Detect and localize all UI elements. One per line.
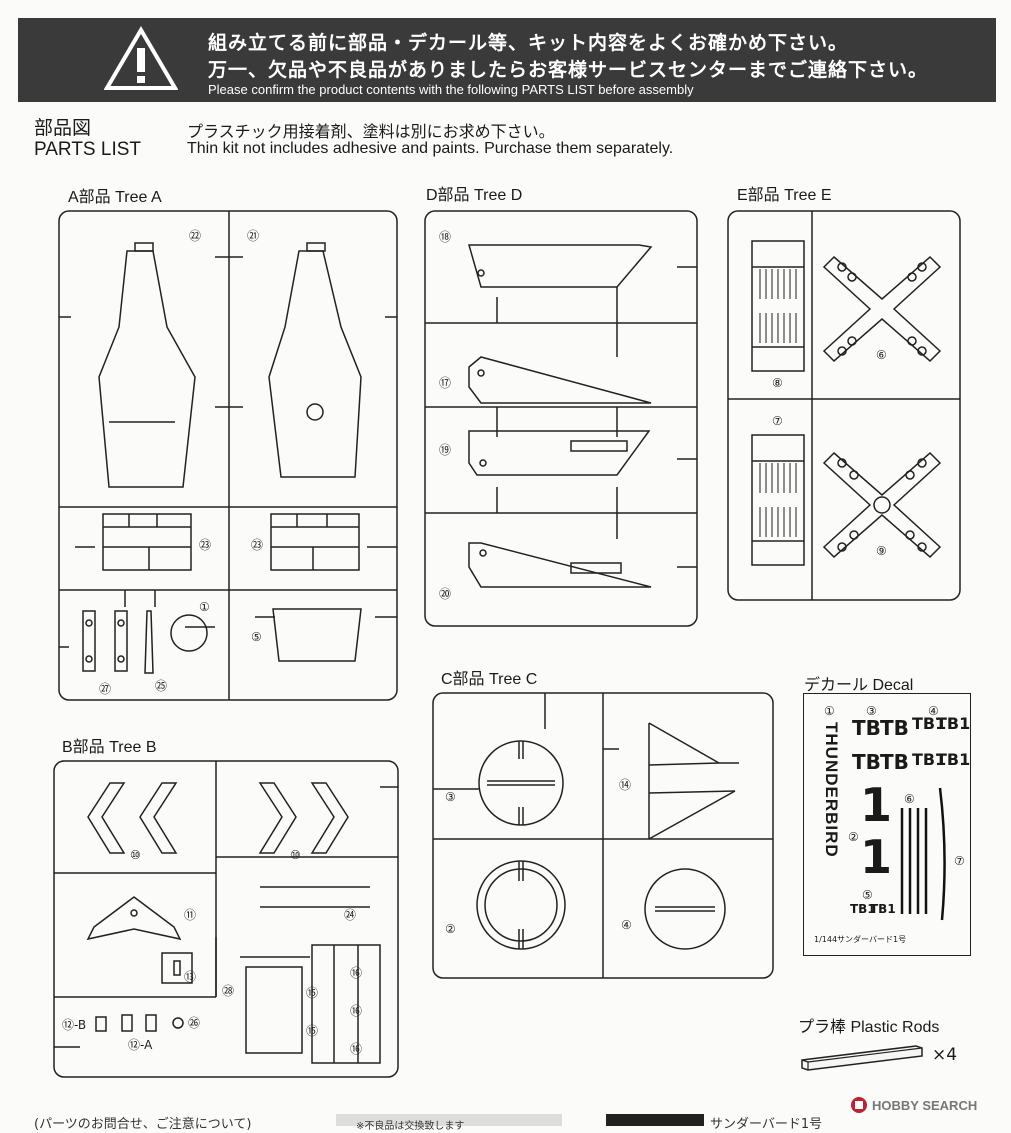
tree-b-num-11: ⑪ <box>184 908 196 922</box>
banner-line-3: Please confirm the product contents with… <box>208 82 694 97</box>
tree-a-label: A部品 Tree A <box>68 189 162 206</box>
tree-c-num-2: ② <box>445 922 456 936</box>
tree-b-num-26: ㉖ <box>188 1016 200 1030</box>
decal-num-3: ③ <box>866 704 877 718</box>
tree-b-num-10b: ⑩ <box>290 848 301 862</box>
tree-d-num-17: ⑰ <box>439 376 451 390</box>
parts-list-note-jp: プラスチック用接着剤、塗料は別にお求め下さい。 <box>187 124 555 141</box>
decal-num-5: ⑤ <box>862 888 873 902</box>
tree-b-num-12b: ⑫-B <box>62 1018 86 1032</box>
tree-e-num-6: ⑥ <box>876 348 887 362</box>
tree-e-num-9: ⑨ <box>876 544 887 558</box>
parts-list-title-jp: 部品図 <box>34 118 92 139</box>
tree-a-num-25: ㉕ <box>155 679 167 693</box>
tree-b-num-16c: ⑯ <box>350 1042 362 1056</box>
tree-a-num-22: ㉒ <box>189 229 201 243</box>
tree-c-label: C部品 Tree C <box>441 671 538 688</box>
banner-line-1: 組み立てる前に部品・デカール等、キット内容をよくお確かめ下さい。 <box>208 32 849 54</box>
tree-b-num-16a: ⑯ <box>350 966 362 980</box>
tree-a-num-5: ⑤ <box>251 630 262 644</box>
tree-b-num-15a: ⑮ <box>306 986 318 1000</box>
tree-a-num-27: ㉗ <box>99 682 111 696</box>
decal-caption: 1/144サンダーバード1号 <box>814 935 907 944</box>
tree-d-num-19: ⑲ <box>439 443 451 457</box>
tree-b-num-15b: ⑮ <box>306 1024 318 1038</box>
decal-tb-4: TB <box>880 750 909 774</box>
tree-c-num-4: ④ <box>621 918 632 932</box>
tree-a-num-21: ㉑ <box>247 229 259 243</box>
decal-tb-2: TB <box>880 716 909 740</box>
decal-num-1: ① <box>824 704 835 718</box>
tree-b-diagram: ⑩ ⑩ ⑪ ㉔ ⑬ ㉘ ⑮ ⑮ ⑯ ⑯ ⑯ ⑫-B ⑫-A ㉖ <box>53 760 399 1078</box>
footer-left: (パーツのお問合せ、ご注意について) <box>34 1117 252 1132</box>
tree-c-num-3: ③ <box>445 790 456 804</box>
footer-right: サンダーバード1号 <box>710 1117 823 1132</box>
tree-b-num-24: ㉔ <box>344 908 356 922</box>
decal-tb1-e: TB1 <box>850 902 876 916</box>
tree-e-num-7: ⑦ <box>772 414 783 428</box>
decal-tb-3: TB <box>852 750 881 774</box>
rods-label: プラ棒 Plastic Rods <box>798 1019 940 1036</box>
tree-c-diagram: ③ ⑭ ② ④ <box>432 692 774 979</box>
tree-d-label: D部品 Tree D <box>426 187 523 204</box>
tree-e-num-8: ⑧ <box>772 376 783 390</box>
decal-tb-1: TB <box>852 716 881 740</box>
parts-list-title-en: PARTS LIST <box>34 139 141 160</box>
tree-b-num-10a: ⑩ <box>130 848 141 862</box>
tree-b-num-12a: ⑫-A <box>128 1038 153 1052</box>
decal-num-2: ② <box>848 830 859 844</box>
tree-d-num-20: ⑳ <box>439 587 451 601</box>
decal-tb1-c: TB1 <box>912 750 947 769</box>
watermark-text: HOBBY SEARCH <box>872 1098 978 1113</box>
warning-banner: 組み立てる前に部品・デカール等、キット内容をよくお確かめ下さい。 万一、欠品や不… <box>18 18 996 102</box>
decal-tb1-d: TB1 <box>936 750 971 769</box>
decal-num-7: ⑦ <box>954 854 965 868</box>
tree-b-num-28: ㉘ <box>222 984 234 998</box>
tree-b-label: B部品 Tree B <box>62 739 157 756</box>
banner-line-2: 万一、欠品や不良品がありましたらお客様サービスセンターまでご連絡下さい。 <box>208 59 929 81</box>
tree-c-num-14: ⑭ <box>619 778 631 792</box>
plastic-rod-drawing <box>801 1045 923 1071</box>
rods-quantity: ×4 <box>932 1045 958 1065</box>
tree-e-label: E部品 Tree E <box>737 187 832 204</box>
tree-a-diagram: ㉒ ㉑ ㉓ ㉓ ① ⑤ ㉗ ㉕ <box>58 210 398 701</box>
tree-b-num-13: ⑬ <box>184 970 196 984</box>
decal-stripes <box>900 787 946 921</box>
parts-list-note-en: Thin kit not includes adhesive and paint… <box>187 140 674 157</box>
tree-a-num-1: ① <box>199 600 210 614</box>
footer-mid: ※不良品は交換致します <box>356 1121 465 1132</box>
decal-tb1-f: TB1 <box>870 902 896 916</box>
decal-sheet: ① THUNDERBIRD ③ ④ TB TB TB TB TB1 TB1 TB… <box>803 693 971 956</box>
tree-a-num-23a: ㉓ <box>199 538 211 552</box>
decal-label: デカール Decal <box>804 677 914 694</box>
footer-right-tag <box>606 1114 704 1126</box>
tree-b-num-16b: ⑯ <box>350 1004 362 1018</box>
decal-one-b: 1 <box>860 830 893 884</box>
watermark-logo-icon <box>851 1097 867 1113</box>
decal-tb1-a: TB1 <box>912 714 947 733</box>
tree-e-diagram: ⑧ ⑦ ⑥ ⑨ <box>727 210 961 601</box>
decal-num-6: ⑥ <box>904 792 915 806</box>
tree-d-num-18: ⑱ <box>439 230 451 244</box>
decal-thunderbird: THUNDERBIRD <box>822 722 841 858</box>
decal-num-4: ④ <box>928 704 939 718</box>
tree-a-num-23b: ㉓ <box>251 538 263 552</box>
footer-mid-box: ※不良品は交換致します <box>336 1114 562 1132</box>
decal-one-a: 1 <box>860 778 893 832</box>
decal-tb1-b: TB1 <box>936 714 971 733</box>
warning-icon <box>104 26 178 90</box>
tree-d-diagram: ⑱ ⑰ ⑲ ⑳ <box>424 210 698 627</box>
